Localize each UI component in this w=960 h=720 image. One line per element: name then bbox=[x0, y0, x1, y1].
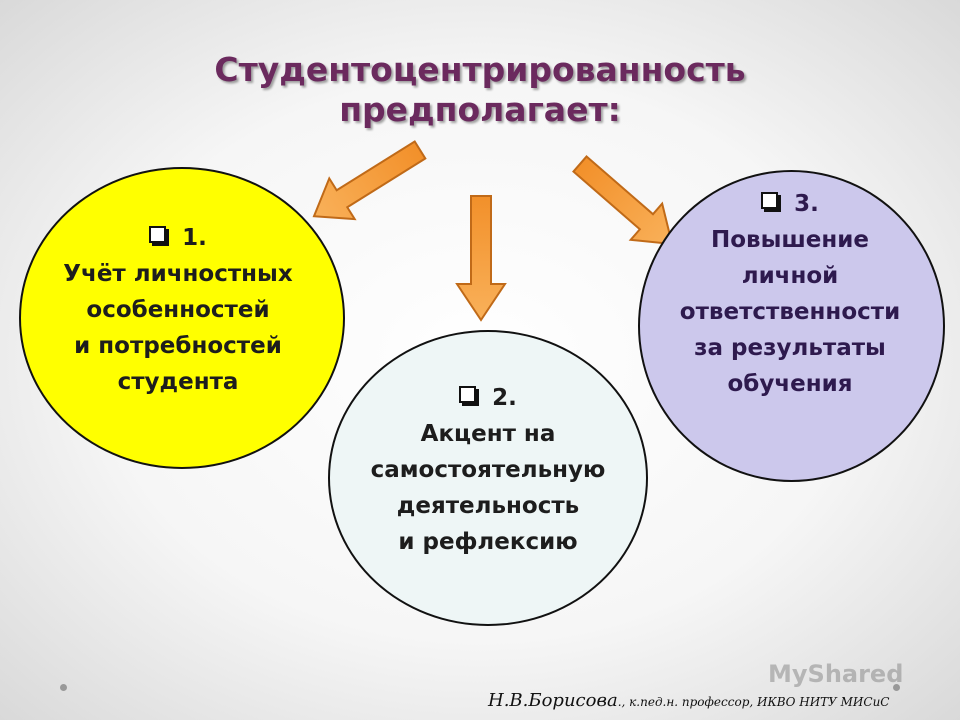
item-2-line: Акцент на bbox=[420, 421, 556, 447]
item-3-line: за результаты bbox=[694, 335, 886, 361]
item-1-line: и потребностей bbox=[74, 333, 282, 359]
item-1-line: Учёт личностных bbox=[63, 261, 293, 287]
item-2-line: самостоятельную bbox=[370, 457, 606, 483]
item-2-marker-line: 2. bbox=[332, 380, 644, 416]
item-3-line: ответственности bbox=[679, 299, 901, 325]
watermark: MyShared bbox=[768, 660, 904, 688]
arrow-middle-icon bbox=[455, 195, 507, 322]
item-3-line: личной bbox=[741, 263, 839, 289]
corner-dot bbox=[893, 684, 900, 691]
title-line-1: Студентоцентрированность bbox=[214, 50, 746, 89]
checkbox-bullet-icon bbox=[761, 192, 779, 209]
author-details: ., к.пед.н. профессор, ИКВО НИТУ МИСиС bbox=[617, 695, 890, 709]
item-3-marker: 3. bbox=[794, 191, 819, 217]
arrow-left-icon bbox=[312, 140, 427, 221]
arrow-right-icon bbox=[572, 155, 674, 246]
slide-title: Студентоцентрированность предполагает: bbox=[0, 50, 960, 130]
item-1-marker-line: 1. bbox=[28, 220, 328, 256]
corner-dot bbox=[60, 684, 67, 691]
item-2-line: деятельность bbox=[396, 493, 580, 519]
item-2-circle bbox=[328, 330, 648, 626]
item-3-line: Повышение bbox=[710, 227, 870, 253]
item-2-line: и рефлексию bbox=[398, 529, 578, 555]
item-2-marker: 2. bbox=[492, 385, 517, 411]
checkbox-bullet-icon bbox=[149, 226, 167, 243]
item-3-text: 3. Повышение личной ответственности за р… bbox=[640, 186, 940, 402]
item-2-text: 2. Акцент на самостоятельную деятельност… bbox=[332, 380, 644, 560]
footer-credit: Н.В.Борисова., к.пед.н. профессор, ИКВО … bbox=[488, 690, 890, 711]
item-3-circle bbox=[638, 170, 945, 482]
title-line-2: предполагает: bbox=[339, 90, 621, 129]
item-3-marker-line: 3. bbox=[640, 186, 940, 222]
item-1-text: 1. Учёт личностных особенностей и потреб… bbox=[28, 220, 328, 400]
item-1-circle bbox=[19, 167, 345, 469]
item-1-line: особенностей bbox=[86, 297, 270, 323]
author-name: Н.В.Борисова bbox=[488, 690, 618, 711]
item-1-line: студента bbox=[117, 369, 239, 395]
checkbox-bullet-icon bbox=[459, 386, 477, 403]
item-3-line: обучения bbox=[727, 371, 853, 397]
item-1-marker: 1. bbox=[182, 225, 207, 251]
